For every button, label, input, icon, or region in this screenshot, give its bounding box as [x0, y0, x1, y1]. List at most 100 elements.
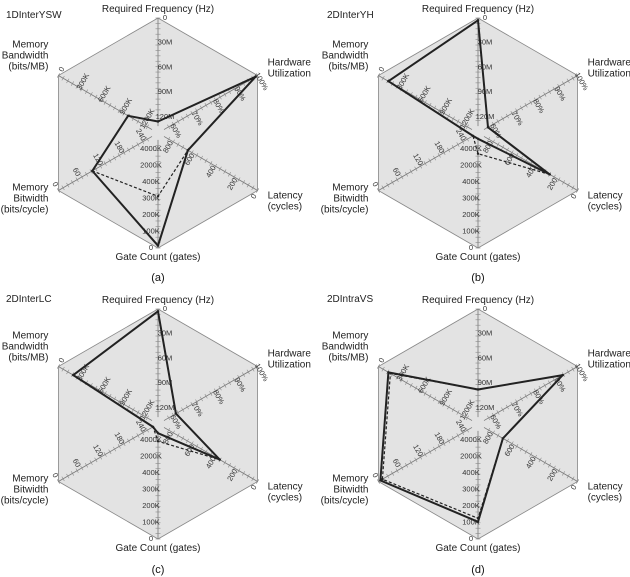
tick-label: 60M — [158, 62, 173, 71]
axis-tick-mark — [400, 465, 404, 471]
tick-label: 0 — [377, 65, 387, 73]
axis-tick-mark — [395, 374, 399, 380]
tick-label: 100K — [462, 226, 480, 235]
tick-label: 100K — [142, 517, 160, 526]
axis-tick-mark — [103, 452, 107, 457]
radar-point — [218, 458, 221, 461]
axis-tick-mark — [131, 407, 135, 413]
axis-tick-mark — [171, 121, 175, 127]
axis-tick-mark — [127, 147, 131, 153]
axis-tick-mark — [195, 444, 199, 449]
axis-tick-mark — [533, 388, 537, 394]
tick-label: 200K — [462, 210, 480, 219]
axis-tick-mark — [209, 161, 213, 166]
axis-tick-mark — [447, 113, 451, 119]
radar-point — [72, 373, 75, 377]
panel-title: 2DInterLC — [6, 294, 52, 305]
axis-tick-mark — [566, 369, 570, 375]
axis-label-line: Utilization — [268, 360, 311, 371]
tick-label: 60 — [71, 166, 83, 178]
axis-tick-mark — [552, 377, 556, 383]
axis-tick-mark — [451, 435, 455, 441]
axis-tick-mark — [145, 415, 149, 421]
radar-point — [471, 134, 475, 138]
radar-point — [476, 520, 480, 523]
axis-tick-mark — [491, 139, 495, 145]
axis-tick-mark — [404, 171, 409, 177]
axis-tick-mark — [122, 150, 126, 155]
axis-tick-mark — [381, 366, 385, 372]
axis-label-line: Bitwidth — [13, 194, 48, 205]
axis-label-line: (bits/cycle) — [321, 205, 369, 216]
axis-label-lat: Latency(cycles) — [268, 191, 303, 213]
axis-tick-mark — [487, 415, 491, 421]
radar-point — [151, 425, 155, 429]
axis-tick-mark — [496, 433, 500, 438]
axis-label-line: Latency — [268, 191, 303, 202]
tick-label: 30M — [158, 38, 173, 47]
axis-tick-mark — [404, 462, 409, 468]
axis-label-line: Bandwidth — [2, 51, 49, 62]
tick-label: 300K — [462, 194, 480, 203]
axis-tick-mark — [423, 452, 427, 457]
axis-tick-mark — [501, 407, 505, 413]
axis-tick-mark — [491, 121, 495, 127]
axis-tick-mark — [131, 144, 135, 150]
axis-tick-mark — [218, 94, 222, 100]
axis-tick-mark — [376, 364, 380, 369]
axis-tick-mark — [113, 105, 117, 111]
axis-tick-mark — [461, 139, 465, 145]
tick-label: 60M — [478, 62, 493, 71]
axis-tick-mark — [557, 83, 561, 89]
axis-tick-mark — [409, 169, 413, 174]
axis-tick-mark — [423, 161, 427, 166]
axis-tick-mark — [524, 449, 528, 455]
radar-point — [387, 371, 390, 374]
axis-tick-mark — [237, 374, 241, 380]
axis-tick-mark — [75, 177, 79, 183]
axis-tick-mark — [190, 111, 194, 116]
axis-tick-mark — [538, 457, 542, 463]
axis-label-line: Gate Count (gates) — [435, 543, 520, 554]
axis-tick-mark — [442, 150, 446, 155]
axis-tick-mark — [538, 94, 542, 100]
tick-label: 0 — [569, 483, 579, 491]
axis-tick-mark — [465, 415, 469, 421]
axis-tick-mark — [70, 81, 74, 86]
axis-label-line: Gate Count (gates) — [115, 252, 200, 263]
axis-label-line: Bitwidth — [333, 485, 368, 496]
axis-tick-mark — [419, 388, 423, 394]
axis-tick-mark — [66, 473, 70, 479]
tick-label: 60 — [391, 457, 403, 469]
tick-label: 4000K — [140, 435, 162, 444]
axis-tick-mark — [84, 462, 89, 468]
tick-label: 2000K — [460, 161, 482, 170]
axis-tick-mark — [246, 182, 250, 188]
axis-tick-mark — [491, 412, 495, 418]
axis-label-line: Bitwidth — [13, 485, 48, 496]
axis-label-gates: Gate Count (gates) — [435, 252, 520, 263]
axis-tick-mark — [376, 479, 380, 484]
axis-tick-mark — [437, 153, 441, 158]
axis-tick-mark — [510, 441, 514, 446]
radar-point — [156, 440, 160, 443]
axis-tick-mark — [510, 111, 514, 116]
axis-tick-mark — [176, 410, 180, 415]
axis-tick-mark — [70, 471, 74, 476]
axis-tick-mark — [167, 136, 171, 142]
panel-caption: (a) — [151, 272, 164, 284]
radar-point — [476, 137, 480, 140]
panel-title: 1DInterYSW — [6, 10, 62, 21]
axis-tick-mark — [557, 177, 561, 183]
tick-label: 90M — [158, 378, 173, 387]
axis-tick-mark — [428, 393, 432, 399]
axis-tick-mark — [227, 462, 232, 468]
tick-label: 4000K — [460, 144, 482, 153]
axis-tick-mark — [515, 444, 519, 449]
axis-tick-mark — [251, 366, 255, 372]
radar-point — [254, 75, 257, 78]
axis-tick-mark — [209, 100, 213, 105]
